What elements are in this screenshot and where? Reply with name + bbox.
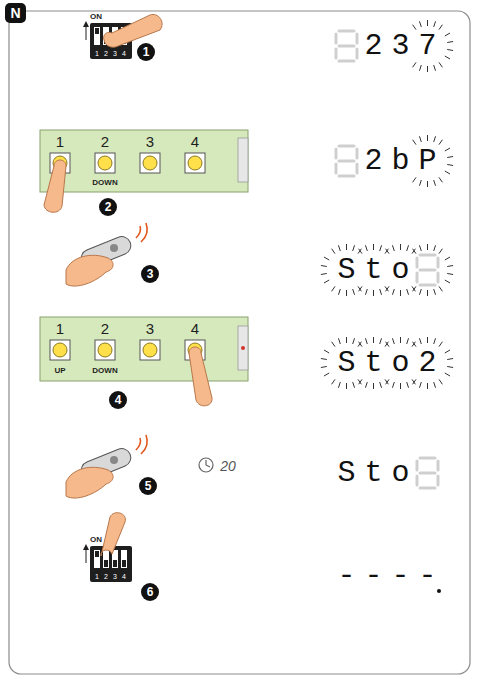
callout-circle [137, 43, 155, 61]
display-readout: ---- [338, 558, 446, 594]
switch-number: 3 [113, 573, 117, 580]
seven-segment-display: Sto [333, 252, 441, 288]
switch-number: 2 [104, 50, 108, 57]
callout-number: 5 [145, 480, 152, 492]
switch-number: 4 [122, 50, 126, 57]
button-number: 2 [101, 321, 109, 336]
panel-frame [9, 11, 470, 674]
callout-number: 1 [143, 46, 150, 58]
button-number: 1 [56, 321, 64, 336]
panel-tag: N [5, 3, 26, 23]
button-number: 3 [146, 321, 154, 336]
control-label: ON [90, 536, 102, 544]
button-number: 4 [191, 321, 199, 336]
seven-segment-display: Sto2 [333, 345, 441, 381]
button-number: 4 [191, 134, 199, 149]
clock-icon [199, 458, 213, 472]
callout-number: 3 [147, 268, 154, 280]
switch-number: 4 [122, 573, 126, 580]
seven-segment-display: ---- [333, 558, 441, 594]
callout-circle [141, 583, 159, 601]
control-label: ON [90, 13, 102, 21]
time-value: 20 [220, 459, 236, 473]
panel-letter: N [5, 3, 26, 23]
finger [101, 513, 125, 556]
button-board [40, 130, 248, 192]
display-readout: Sto [338, 252, 419, 288]
seven-segment-display: 237 [333, 28, 441, 64]
button-number: 2 [101, 134, 109, 149]
blink-rays [321, 20, 453, 389]
display-readout: 2bP [365, 143, 446, 179]
callout-number: 4 [115, 394, 122, 406]
remote-hand [66, 435, 147, 498]
seven-segment-display: Sto [333, 455, 441, 491]
button-number: 1 [56, 134, 64, 149]
callout-circle [109, 391, 127, 409]
seven-segment-display: 2bP [333, 143, 441, 179]
callout-circle [141, 265, 159, 283]
callout-circle [99, 198, 117, 216]
callout-circle [139, 477, 157, 495]
switch-number: 2 [104, 573, 108, 580]
finger [189, 347, 212, 406]
button-number: 3 [146, 134, 154, 149]
switch-number: 3 [113, 50, 117, 57]
control-label: DOWN [92, 179, 117, 187]
display-readout: Sto2 [338, 345, 446, 381]
callout-number: 2 [105, 201, 112, 213]
switch-number: 1 [95, 50, 99, 57]
finger [104, 14, 162, 47]
finger [44, 160, 66, 212]
callout-number: 6 [147, 586, 154, 598]
control-label: UP [54, 367, 65, 375]
button-board [40, 317, 248, 381]
remote-hand [66, 223, 147, 286]
display-readout: Sto [338, 455, 419, 491]
display-readout: 237 [365, 28, 446, 64]
switch-number: 1 [95, 573, 99, 580]
control-label: DOWN [92, 367, 117, 375]
